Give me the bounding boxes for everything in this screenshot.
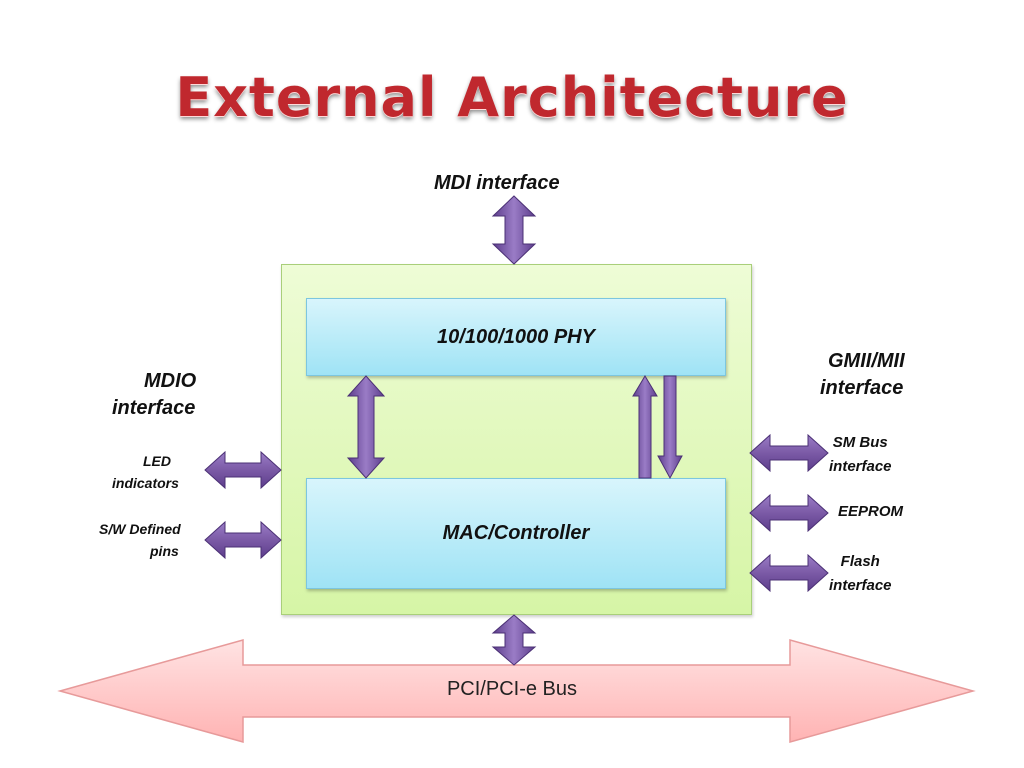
mdi-double-arrow	[491, 195, 537, 265]
led-indicators-label: LED indicators	[112, 450, 179, 495]
smbus-label-line1: SM Bus	[832, 434, 888, 451]
led-label-line1: LED	[143, 453, 171, 469]
led-label-line2: indicators	[112, 475, 179, 492]
sw-defined-pins-label: S/W Defined pins	[99, 518, 181, 563]
gmii-label-line1: GMII/MII	[828, 350, 905, 372]
flash-interface-label: Flash interface	[829, 550, 892, 598]
eeprom-double-arrow	[749, 493, 829, 533]
flash-double-arrow	[749, 553, 829, 593]
smbus-label-line2: interface	[829, 458, 892, 475]
smbus-double-arrow	[749, 433, 829, 473]
sw-label-line1: S/W Defined	[99, 521, 181, 537]
mac-controller-block: MAC/Controller	[306, 478, 726, 589]
mdio-label-line1: MDIO	[144, 370, 197, 392]
flash-label-line1: Flash	[840, 553, 880, 570]
mdio-internal-double-arrow	[346, 375, 386, 479]
mdi-interface-label: MDI interface	[434, 172, 560, 194]
mdio-interface-label: MDIO interface	[112, 368, 196, 422]
slide-title: External Architecture	[175, 66, 849, 129]
smbus-interface-label: SM Bus interface	[829, 431, 892, 479]
gmii-label-line2: interface	[820, 377, 904, 399]
phy-block-label: 10/100/1000 PHY	[437, 325, 595, 348]
pci-bus-arrow	[57, 639, 976, 743]
bus-double-arrow	[491, 614, 537, 666]
gmii-interface-label: GMII/MII interface	[820, 348, 905, 402]
eeprom-label: EEPROM	[838, 503, 904, 520]
flash-label-line2: interface	[829, 577, 892, 594]
gmii-down-arrow	[657, 375, 683, 480]
gmii-up-arrow	[632, 375, 658, 479]
pci-bus-label: PCI/PCI-e Bus	[446, 678, 578, 700]
mac-controller-label: MAC/Controller	[442, 522, 590, 544]
mdio-label-line2: interface	[112, 397, 196, 419]
sw-label-line2: pins	[150, 543, 179, 560]
sw-pins-double-arrow	[204, 520, 282, 560]
phy-block: 10/100/1000 PHY	[306, 298, 726, 376]
led-double-arrow	[204, 450, 282, 490]
